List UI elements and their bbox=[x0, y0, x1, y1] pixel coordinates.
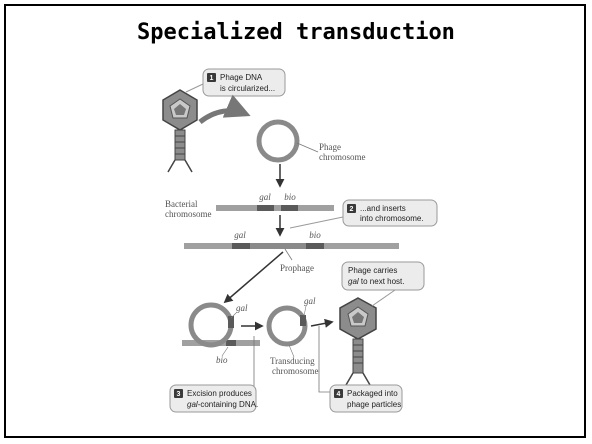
phage-chromosome-ring bbox=[259, 122, 297, 160]
note-line2: gal to next host. bbox=[348, 277, 405, 286]
step-1-number: 1 bbox=[210, 75, 214, 82]
phage-particle-2 bbox=[340, 298, 376, 385]
step-1-line2: is circularized... bbox=[220, 84, 275, 93]
phage-particle-1 bbox=[163, 90, 197, 172]
bio-label-3: bio bbox=[216, 355, 228, 365]
arrow-excision bbox=[225, 252, 283, 302]
step-4-number: 4 bbox=[337, 391, 341, 398]
step-4-callout: 4 Packaged into phage particles bbox=[330, 385, 402, 412]
prophage-label: Prophage bbox=[280, 263, 314, 273]
step-2-line1: ...and inserts bbox=[360, 204, 406, 213]
bacterial-label: Bacterial bbox=[165, 199, 198, 209]
step-4-line2: phage particles bbox=[347, 400, 401, 409]
step-2-callout: 2 ...and inserts into chromosome. bbox=[290, 200, 437, 228]
gal-label-1: gal bbox=[259, 192, 271, 202]
step-4-line1: Packaged into bbox=[347, 389, 398, 398]
gal-label-3: gal bbox=[236, 303, 248, 313]
prophage-chromosome bbox=[184, 243, 399, 249]
step-4-connector bbox=[319, 326, 331, 392]
arrow-right-2 bbox=[311, 322, 332, 326]
step-3-line2: gal-containing DNA. bbox=[187, 400, 258, 409]
step-2-line2: into chromosome. bbox=[360, 214, 424, 223]
step-1-callout: 1 Phage DNA is circularized... bbox=[186, 69, 285, 96]
transducing-chromosome bbox=[269, 308, 306, 344]
bacterial-chromosome-label: chromosome bbox=[165, 209, 212, 219]
note-line1: Phage carries bbox=[348, 266, 397, 275]
gal-label-2: gal bbox=[234, 230, 246, 240]
circularize-arrow bbox=[200, 111, 246, 122]
gal-label-4: gal bbox=[304, 296, 316, 306]
bio-label-2: bio bbox=[309, 230, 321, 240]
step-3-number: 3 bbox=[177, 391, 181, 398]
bacterial-chromosome bbox=[216, 205, 334, 211]
transducing-label: Transducing bbox=[270, 356, 315, 366]
phage-label: Phage bbox=[319, 142, 341, 152]
bio-label-1: bio bbox=[284, 192, 296, 202]
step-3-line1: Excision produces bbox=[187, 389, 252, 398]
step-1-line1: Phage DNA bbox=[220, 73, 263, 82]
step-3-callout: 3 Excision produces gal-containing DNA. bbox=[170, 385, 258, 412]
step-2-number: 2 bbox=[350, 206, 354, 213]
transducing-chromosome-label: chromosome bbox=[272, 366, 319, 376]
phage-chromosome-label: chromosome bbox=[319, 152, 366, 162]
